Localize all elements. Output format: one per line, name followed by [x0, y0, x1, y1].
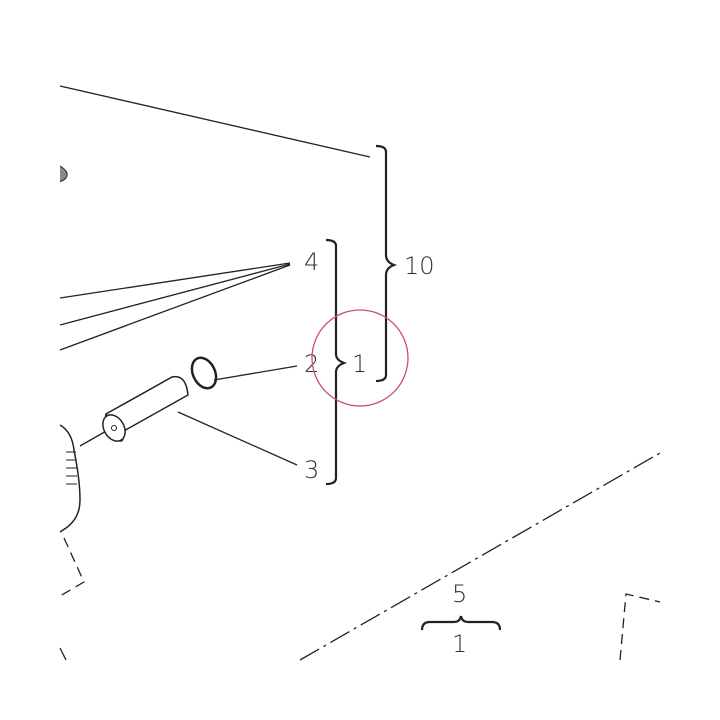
leader-line-4b	[59, 263, 291, 326]
centerline-dashdot	[299, 452, 661, 661]
leader-line-4c	[59, 264, 291, 351]
label-4: 4	[304, 248, 319, 276]
label-10: 10	[404, 252, 435, 280]
label-3: 3	[304, 456, 319, 484]
label-5: 5	[452, 580, 467, 608]
leader-line-10	[59, 85, 371, 158]
body-fragment-top	[59, 165, 68, 182]
highlight-circle	[311, 309, 409, 407]
horizontal-brace	[420, 615, 502, 631]
dashed-outline-left-tail	[59, 647, 67, 661]
body-fragment-bottom	[59, 424, 81, 533]
bracket-10	[375, 144, 398, 383]
leader-line-2	[213, 365, 298, 381]
label-1-bottom: 1	[452, 630, 467, 658]
o-ring-icon	[190, 356, 218, 390]
center-axis	[79, 429, 109, 447]
bracket-1	[325, 238, 348, 486]
dashed-outline-right	[619, 593, 661, 661]
leader-line-4a	[59, 262, 291, 299]
label-1-main: 1	[352, 350, 367, 378]
leader-line-3	[177, 411, 298, 466]
label-2: 2	[304, 350, 319, 378]
dashed-outline-left	[59, 537, 85, 597]
cylinder-icon	[102, 375, 189, 442]
